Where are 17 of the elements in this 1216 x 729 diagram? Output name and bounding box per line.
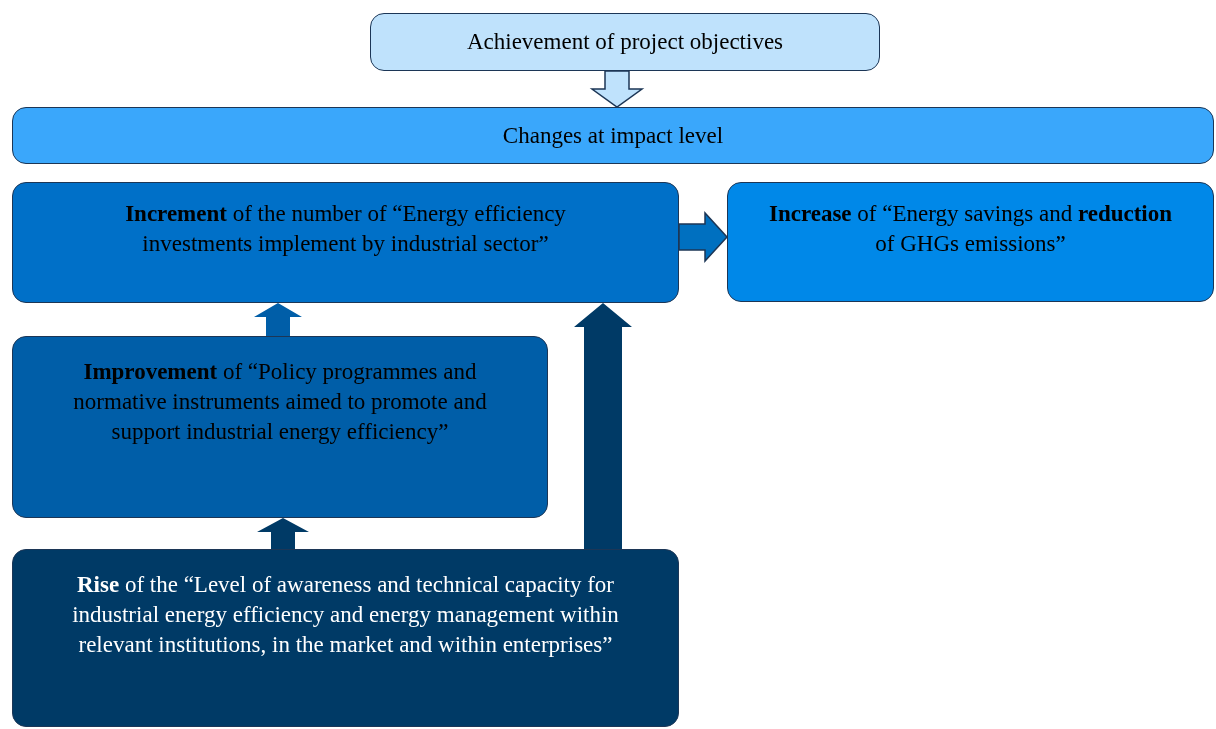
block-arrow [257,518,309,549]
node-text: Achievement of project objectives [466,28,784,56]
objective-box [370,13,880,71]
block-arrow [574,303,632,549]
block-arrow [254,303,302,336]
node-text: Rise of the “Level of awareness and technical capacity for industrial energy efficiency and energy management within relevant institutions, in the market and within enterprises” [71,571,620,659]
block-arrow [589,70,645,108]
outcome-box [727,182,1214,302]
node-text: Improvement of “Policy programmes and normative instruments aimed to promote and support industrial energy efficiency” [72,358,488,446]
outcome-box [12,182,679,303]
node-text: Increment of the number of “Energy efficiency investments implement by industrial sector” [124,200,567,258]
block-arrow [678,211,728,263]
output-box [12,336,548,518]
output-box [12,549,679,727]
node-text: Changes at impact level [502,121,724,150]
impact-level-band [12,107,1214,164]
node-text: Increase of “Energy savings and reduction of GHGs emissions” [768,200,1173,258]
